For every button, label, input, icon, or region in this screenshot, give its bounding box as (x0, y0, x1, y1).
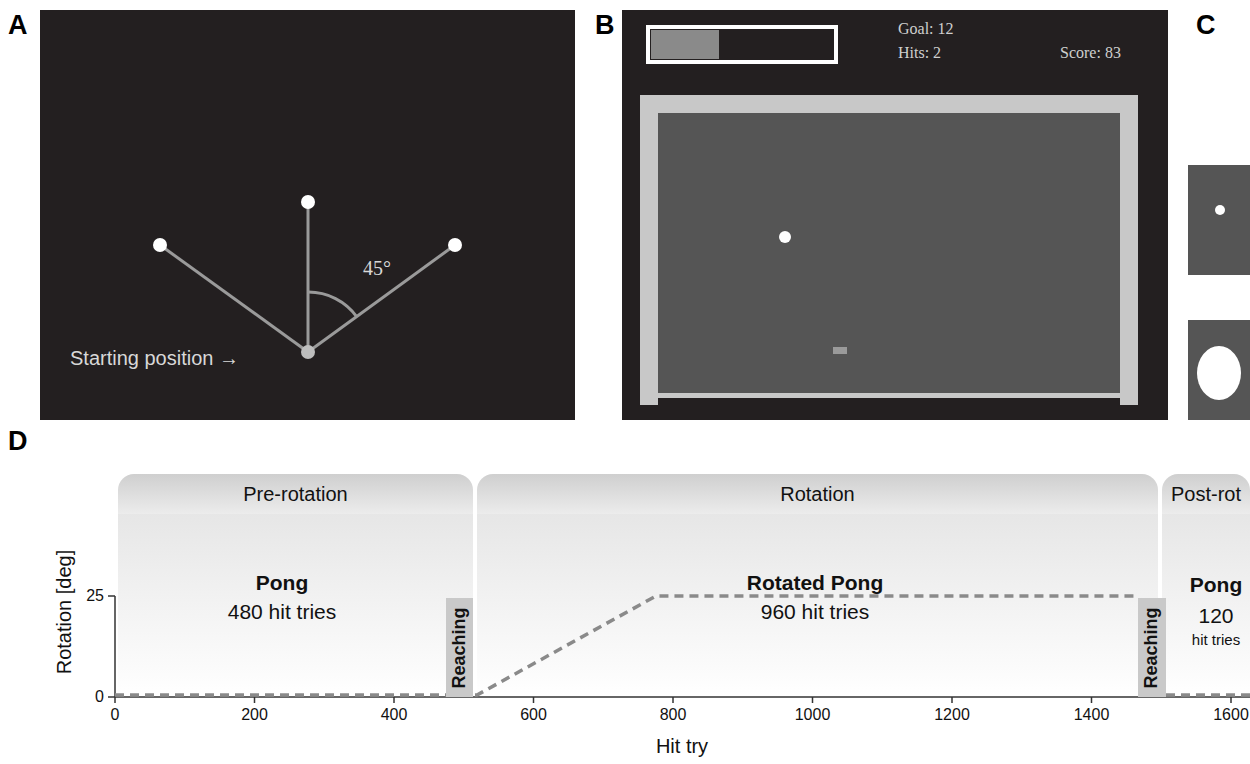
phase-count: 960 hit tries (761, 600, 870, 623)
x-tick (1230, 697, 1232, 703)
y-axis-title: Rotation [deg] (53, 550, 75, 675)
phase-count: 120 (1198, 604, 1233, 627)
phase-count: hit tries (1192, 632, 1240, 649)
phase-task: Pong (1190, 573, 1243, 596)
reaching-label: Reaching (450, 607, 470, 688)
x-tick-label: 1000 (795, 706, 831, 724)
phase-title: Post-rot (1171, 483, 1241, 505)
phase-title: Rotation (780, 483, 855, 505)
x-tick-label: 1600 (1213, 706, 1249, 724)
panel-letter: A (8, 11, 28, 41)
angle-label: 45° (363, 257, 391, 279)
x-tick (672, 697, 674, 703)
phase-count: 480 hit tries (228, 600, 337, 623)
reaching-block: Reaching (446, 598, 473, 697)
reaching-block: Reaching (1138, 598, 1166, 697)
x-tick-label: 600 (520, 706, 547, 724)
x-tick (812, 697, 814, 703)
x-tick (533, 697, 535, 703)
x-tick (114, 697, 116, 703)
x-tick (393, 697, 395, 703)
phase-header: Post-rot (1162, 474, 1250, 514)
x-tick (1091, 697, 1093, 703)
game-hits: Hits: 2 (898, 44, 941, 62)
reaching-label: Reaching (1142, 607, 1162, 688)
panel-letter: D (8, 427, 28, 457)
x-tick-label: 400 (381, 706, 408, 724)
phase-header: Pre-rotation (118, 474, 473, 514)
phase-task: Rotated Pong (747, 571, 884, 594)
start-label: Starting position → (70, 347, 239, 369)
y-tick-label: 0 (95, 688, 104, 706)
game-goal: Goal: 12 (898, 20, 954, 38)
x-tick-label: 1200 (934, 706, 970, 724)
y-tick-label: 25 (86, 587, 104, 605)
game-score: Score: 83 (1060, 44, 1121, 62)
x-tick (951, 697, 953, 703)
panel-letter: B (595, 11, 615, 41)
x-axis-title: Hit try (656, 735, 708, 757)
phase-task: Pong (256, 571, 309, 594)
panel-letter: C (1196, 11, 1216, 41)
phase-header: Rotation (477, 474, 1158, 514)
x-tick-label: 800 (660, 706, 687, 724)
x-tick (254, 697, 256, 703)
x-tick-label: 1400 (1074, 706, 1110, 724)
x-tick-label: 200 (241, 706, 268, 724)
x-tick-label: 0 (111, 706, 120, 724)
phase-title: Pre-rotation (243, 483, 348, 505)
